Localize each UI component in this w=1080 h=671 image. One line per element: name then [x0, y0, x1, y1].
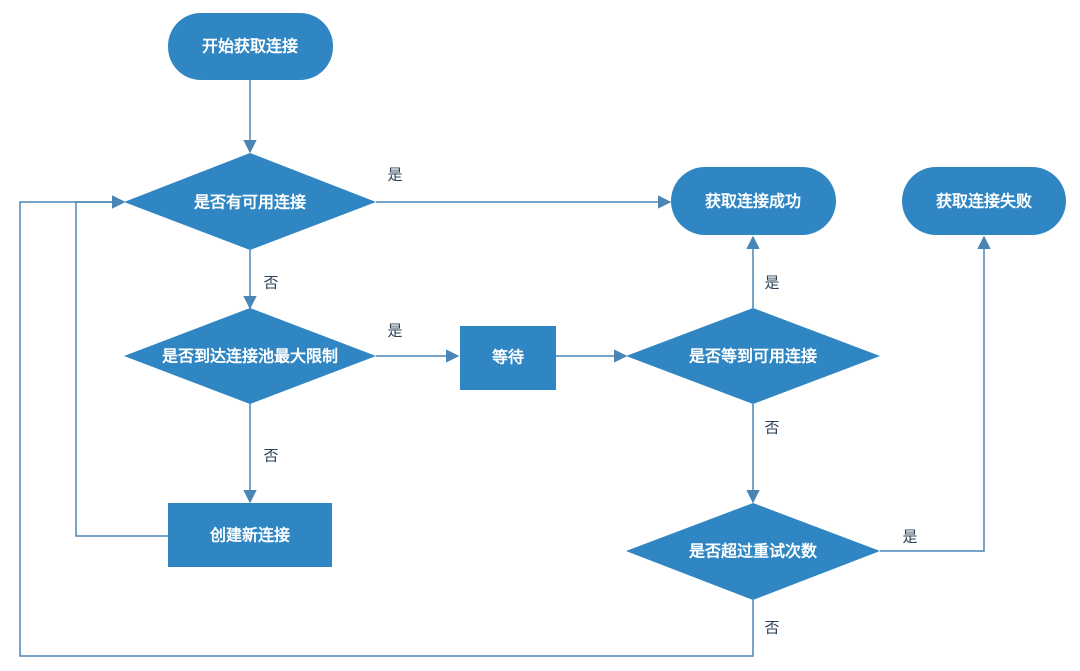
label-yes-available: 是 — [387, 166, 402, 184]
label-no-waited: 否 — [764, 419, 779, 437]
node-start-label: 开始获取连接 — [202, 37, 298, 56]
edge-retry-no-loop-to-available — [19, 195, 754, 657]
node-success-label: 获取连接成功 — [705, 192, 801, 211]
node-has-available: 是否有可用连接 — [124, 153, 376, 250]
node-has-available-label: 是否有可用连接 — [193, 193, 306, 212]
node-wait: 等待 — [460, 326, 556, 390]
label-yes-retry: 是 — [902, 528, 917, 546]
node-failure: 获取连接失败 — [902, 167, 1066, 235]
node-exceed-retry-label: 是否超过重试次数 — [688, 542, 818, 561]
node-create-new: 创建新连接 — [168, 503, 332, 567]
node-wait-label: 等待 — [491, 348, 524, 367]
node-failure-label: 获取连接失败 — [936, 192, 1032, 211]
node-success: 获取连接成功 — [671, 167, 836, 235]
node-create-new-label: 创建新连接 — [209, 526, 290, 545]
node-exceed-retry: 是否超过重试次数 — [626, 503, 880, 600]
node-reach-max-label: 是否到达连接池最大限制 — [161, 347, 338, 366]
edge-retry-yes-to-failure — [880, 235, 991, 552]
node-waited-available: 是否等到可用连接 — [626, 308, 880, 404]
edges — [19, 80, 991, 657]
node-start: 开始获取连接 — [168, 13, 333, 80]
node-waited-available-label: 是否等到可用连接 — [688, 347, 817, 366]
label-yes-waited: 是 — [764, 274, 779, 292]
edge-labels: 是 否 是 否 是 否 是 否 — [263, 166, 917, 637]
label-no-available: 否 — [263, 274, 278, 292]
label-no-retry: 否 — [764, 619, 779, 637]
label-yes-max: 是 — [387, 322, 402, 340]
label-no-max: 否 — [263, 447, 278, 465]
node-reach-max: 是否到达连接池最大限制 — [124, 308, 376, 404]
edge-create-loop-to-available — [75, 195, 168, 537]
